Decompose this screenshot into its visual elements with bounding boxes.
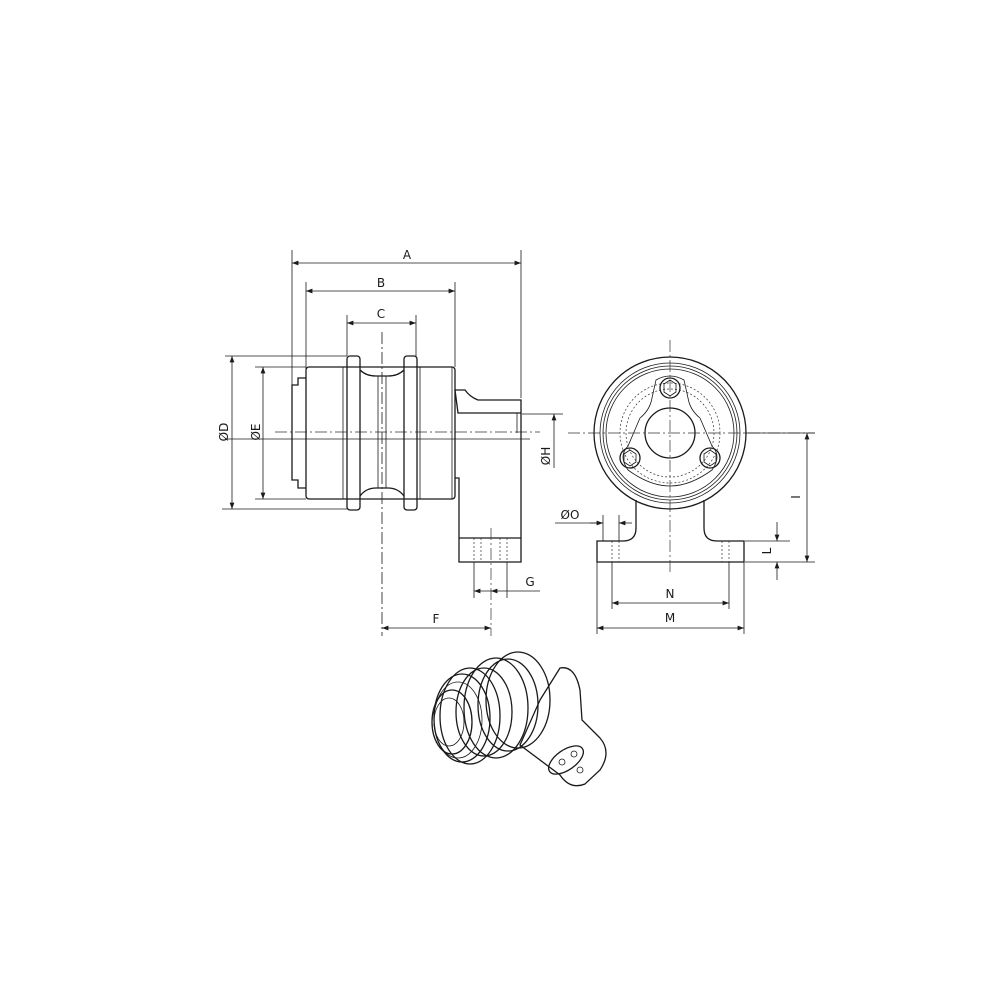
dim-label-g: G [525,575,534,589]
front-dimensions: I L ØO N M [555,432,815,634]
bolt-icon [619,377,721,469]
side-dimensions: A B C ØD ØE ØH G F [217,248,563,631]
dim-label-m: M [665,611,675,625]
dim-label-b: B [377,276,385,290]
dim-label-f: F [433,612,440,626]
dim-label-e: ØE [249,423,263,440]
isometric-view [431,651,607,787]
dim-label-n: N [666,587,675,601]
dim-label-a: A [403,248,412,262]
front-view [568,340,815,575]
dim-label-o: ØO [561,508,580,522]
dim-label-h: ØH [539,447,553,465]
dim-label-d: ØD [217,423,231,442]
dim-label-l: L [760,547,774,554]
dim-label-i: I [789,495,803,499]
side-view [225,332,540,636]
dim-label-c: C [377,307,385,321]
